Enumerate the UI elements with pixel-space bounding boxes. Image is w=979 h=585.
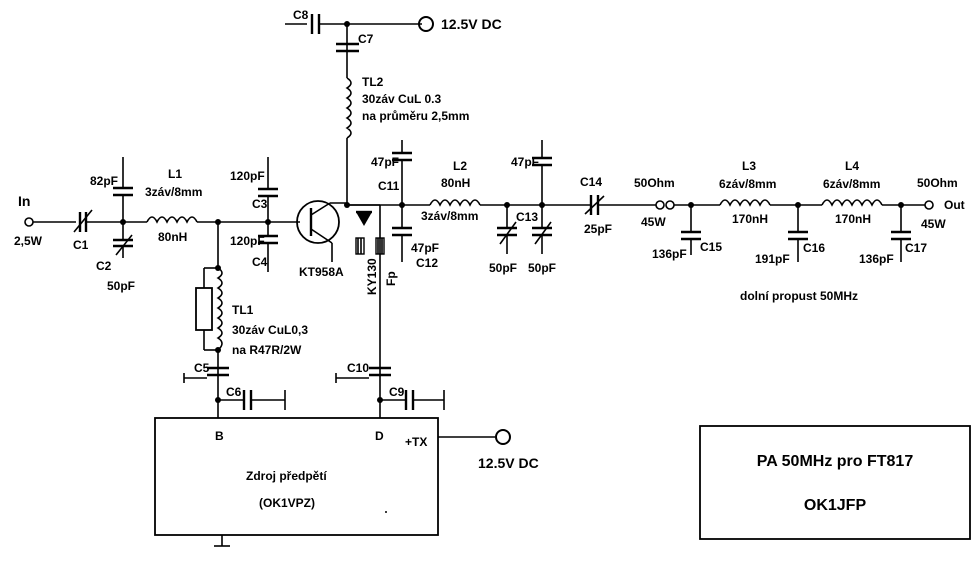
c3-value: 120pF <box>230 169 265 183</box>
c2-label: C2 <box>96 259 112 273</box>
output-label: Out <box>944 198 965 212</box>
c13-value-right: 50pF <box>528 261 556 275</box>
mid-port-impedance: 50Ohm <box>634 176 675 190</box>
input-label: In <box>18 193 30 209</box>
tl1-desc: 30záv CuL0,3 <box>232 323 308 337</box>
title-box <box>699 425 971 540</box>
l3-label: L3 <box>742 159 756 173</box>
transistor-symbol <box>296 200 350 262</box>
c5-label: C5 <box>194 361 210 375</box>
l3-value: 170nH <box>732 212 768 226</box>
title-line2: OK1JFP <box>804 497 867 514</box>
c14-label: C14 <box>580 175 602 189</box>
transistor-label: KT958A <box>299 265 344 279</box>
c4-label: C4 <box>252 255 268 269</box>
c11-label: C11 <box>378 179 400 193</box>
pin-tx: +TX <box>405 435 427 449</box>
lowpass-filter <box>681 199 934 262</box>
c8-label: C8 <box>293 8 309 22</box>
tl2-desc: 30záv CuL 0.3 <box>362 92 441 106</box>
c13-top-value: 47pF <box>511 155 539 169</box>
c9-c10-section <box>335 366 445 418</box>
l1-value: 80nH <box>158 230 187 244</box>
c11-value: 47pF <box>371 155 399 169</box>
pin-d: D <box>375 429 384 443</box>
l2-turns: 3záv/8mm <box>421 209 478 223</box>
c14-value: 25pF <box>584 222 612 236</box>
l2-label: L2 <box>453 159 467 173</box>
fp-label: Fp <box>384 271 398 286</box>
c10-label: C10 <box>347 361 369 375</box>
c6-label: C6 <box>226 385 242 399</box>
c17-label: C17 <box>905 241 927 255</box>
top-supply-section <box>285 14 434 205</box>
c4-value: 120pF <box>230 234 265 248</box>
l2-value: 80nH <box>441 176 470 190</box>
input-power: 2,5W <box>14 234 43 248</box>
filter-label: dolní propust 50MHz <box>740 289 858 303</box>
title-line1: PA 50MHz pro FT817 <box>757 453 914 470</box>
tl1-section <box>183 222 286 418</box>
c16-value: 191pF <box>755 252 790 266</box>
c15-label: C15 <box>700 240 722 254</box>
l1-turns: 3záv/8mm <box>145 185 202 199</box>
c13-label: C13 <box>516 210 538 224</box>
tl1-label: TL1 <box>232 303 254 317</box>
bias-title: Zdroj předpětí <box>246 469 327 483</box>
mid-port-power: 45W <box>641 215 666 229</box>
c12-label: C12 <box>416 256 438 270</box>
bias-box <box>154 417 511 547</box>
output-matching <box>347 140 720 262</box>
bias-subtitle: (OK1VPZ) <box>259 496 315 510</box>
l1-label: L1 <box>168 167 182 181</box>
c12-value: 47pF <box>411 241 439 255</box>
supply-bottom-label: 12.5V DC <box>478 455 539 471</box>
tl1-core: na R47R/2W <box>232 343 302 357</box>
c7-label: C7 <box>358 32 374 46</box>
c3-label: C3 <box>252 197 268 211</box>
output-impedance: 50Ohm <box>917 176 958 190</box>
c9-label: C9 <box>389 385 405 399</box>
c1-label: C1 <box>73 238 89 252</box>
l4-label: L4 <box>845 159 859 173</box>
l4-value: 170nH <box>835 212 871 226</box>
diode-label: KY130 <box>365 258 379 295</box>
c3-c4-section <box>258 157 278 272</box>
c16-label: C16 <box>803 241 825 255</box>
l3-turns: 6záv/8mm <box>719 177 776 191</box>
c2-value: 50pF <box>107 279 135 293</box>
c13-value-left: 50pF <box>489 261 517 275</box>
output-power: 45W <box>921 217 946 231</box>
supply-top-label: 12.5V DC <box>441 16 502 32</box>
l4-turns: 6záv/8mm <box>823 177 880 191</box>
c15-value: 136pF <box>652 247 687 261</box>
tl2-label: TL2 <box>362 75 384 89</box>
pin-b: B <box>215 429 224 443</box>
c1-value: 82pF <box>90 174 118 188</box>
c17-value: 136pF <box>859 252 894 266</box>
input-section <box>24 157 300 258</box>
tl2-core: na průměru 2,5mm <box>362 109 469 123</box>
